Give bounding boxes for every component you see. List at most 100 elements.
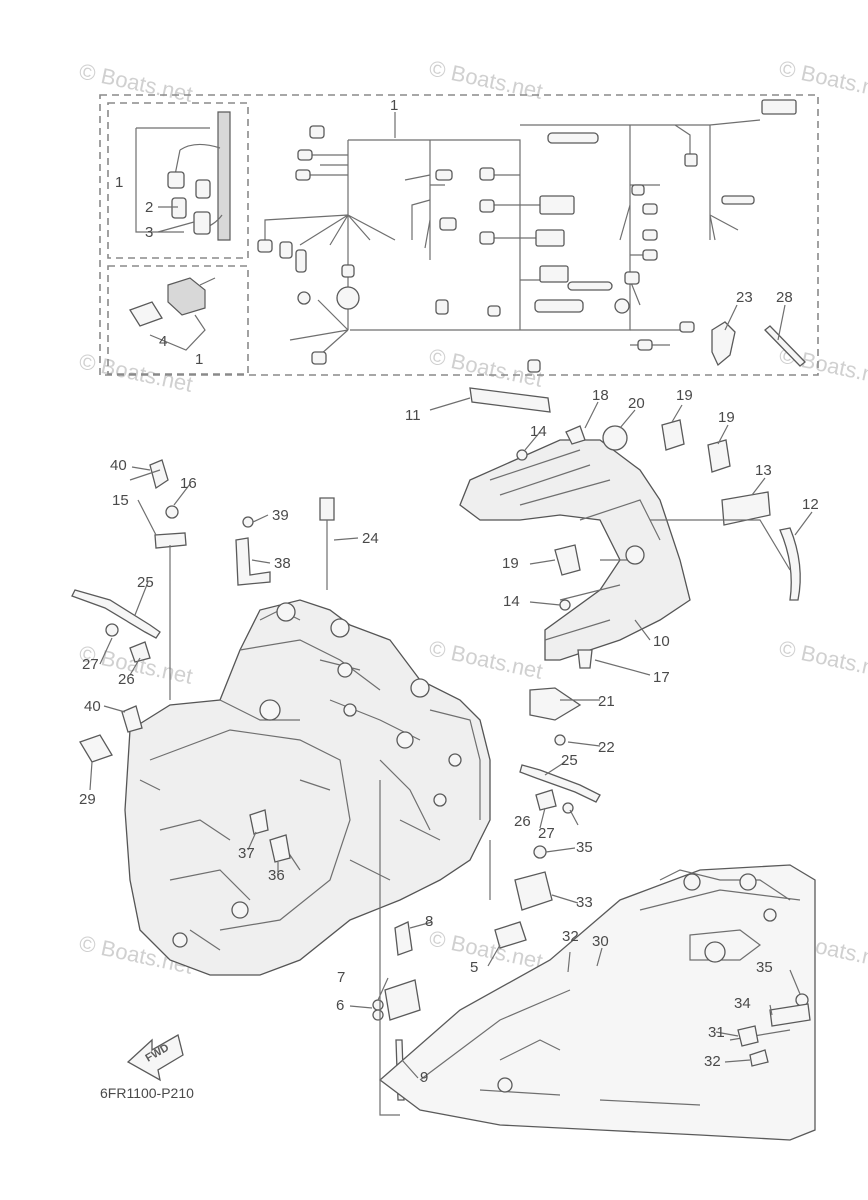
connector [311, 351, 327, 365]
connector [167, 171, 185, 189]
clip [494, 921, 527, 949]
boss [396, 731, 414, 749]
boss [343, 703, 357, 717]
callouts: 1 1 2 3 4 1 23 28 11 18 20 19 19 14 13 1… [79, 97, 819, 1086]
bracket [154, 532, 187, 549]
leaders [429, 397, 813, 747]
connector [435, 299, 449, 315]
callout: 7 [337, 969, 345, 986]
callout: 3 [145, 224, 153, 241]
callout: 29 [79, 791, 96, 808]
fastener [577, 649, 593, 669]
callout: 10 [653, 633, 670, 650]
callout: 32 [704, 1053, 721, 1070]
callout: 37 [238, 845, 255, 862]
watermark: © Boats.net [777, 635, 868, 683]
boss [448, 753, 462, 767]
clip [535, 789, 557, 811]
callout: 18 [592, 387, 609, 404]
connector [195, 179, 211, 199]
boss [497, 1077, 513, 1093]
callout: 20 [628, 395, 645, 412]
callout: 17 [653, 669, 670, 686]
sensor [269, 834, 291, 863]
fwd-arrow-icon [126, 1034, 184, 1082]
connector [297, 291, 311, 305]
coupler [129, 301, 163, 327]
callout: 14 [503, 593, 520, 610]
connector [539, 265, 569, 283]
bolt [516, 449, 528, 461]
boss [683, 873, 701, 891]
connector [279, 241, 293, 259]
callout: 1 [390, 97, 398, 114]
watermark: © Boats.net [77, 58, 195, 106]
connector [193, 211, 211, 235]
boss [231, 901, 249, 919]
clip [749, 1049, 769, 1067]
callout: 31 [708, 1024, 725, 1041]
connector [479, 231, 495, 245]
boss [433, 793, 447, 807]
connector [336, 286, 360, 310]
callout: 38 [274, 555, 291, 572]
boss [276, 602, 296, 622]
connector-wire [199, 277, 216, 286]
callout: 25 [561, 752, 578, 769]
connector [534, 299, 584, 313]
callout: 25 [137, 574, 154, 591]
holder [514, 871, 553, 911]
connector [567, 281, 613, 291]
callout: 23 [736, 289, 753, 306]
plate [384, 979, 421, 1021]
callout: 14 [530, 423, 547, 440]
callout: 36 [268, 867, 285, 884]
harness-branches [264, 154, 739, 356]
harness-trunk [347, 119, 761, 331]
washer [372, 1009, 384, 1021]
boss [172, 932, 188, 948]
connector-block [167, 277, 206, 316]
callout: 28 [776, 289, 793, 306]
leader [135, 127, 210, 233]
connector [642, 229, 658, 241]
callout: 27 [82, 656, 99, 673]
connector [642, 203, 658, 215]
connector [479, 167, 495, 181]
bolt [242, 516, 254, 528]
leader [149, 314, 206, 351]
bracket [769, 1003, 811, 1027]
engine-block [124, 599, 491, 976]
callout: 26 [514, 813, 531, 830]
clip [121, 705, 143, 733]
connector [257, 239, 273, 253]
callout: 34 [734, 995, 751, 1012]
top-cover-bracket [469, 387, 551, 413]
holder [565, 425, 586, 445]
connector [297, 149, 313, 161]
connector [479, 199, 495, 213]
wire-harness-group [99, 94, 819, 376]
bracket-detail [489, 449, 661, 641]
connector [684, 153, 698, 167]
callout: 13 [755, 462, 772, 479]
connector [439, 217, 457, 231]
callout: 32 [562, 928, 579, 945]
callout: 8 [425, 913, 433, 930]
leader [157, 206, 195, 233]
callout: 19 [676, 387, 693, 404]
wire-cover [779, 527, 801, 601]
callout: 1 [115, 174, 123, 191]
inset-frame-upper [107, 102, 249, 259]
callout: 21 [598, 693, 615, 710]
bracket-plate [529, 687, 582, 721]
callout: 22 [598, 739, 615, 756]
connector [614, 298, 630, 314]
lower-parts [129, 469, 816, 1141]
bracket [235, 537, 271, 586]
wire-clamp-strip [217, 111, 231, 241]
engine-detail [139, 609, 481, 951]
callout: 16 [180, 475, 197, 492]
washer [105, 623, 119, 637]
